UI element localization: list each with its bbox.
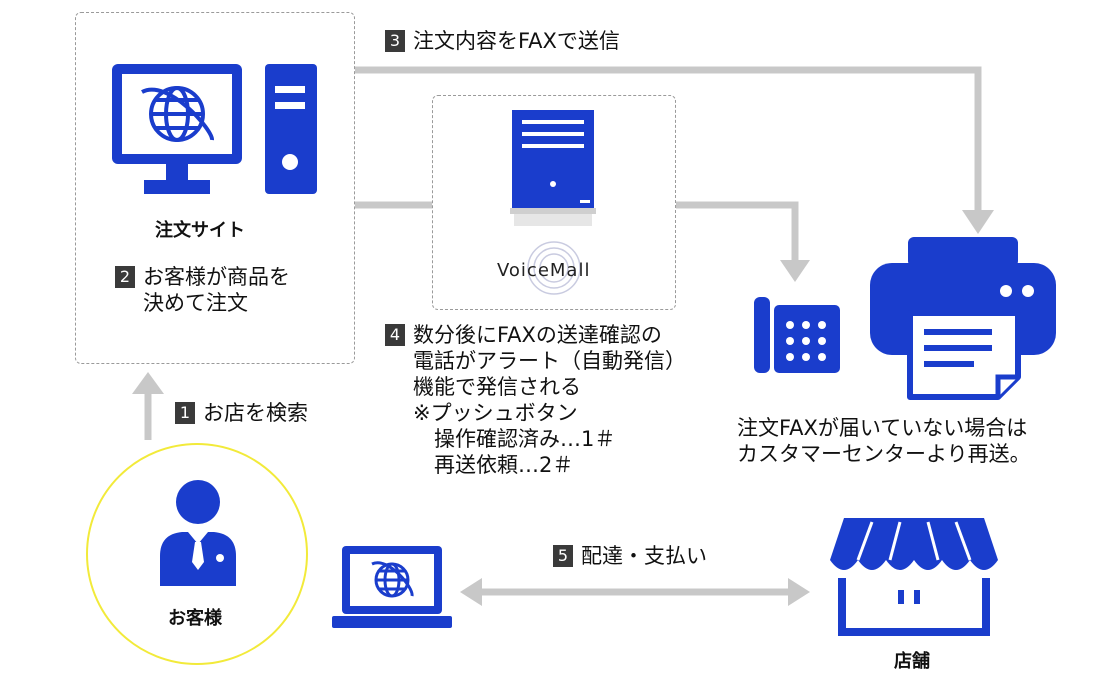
step-4-number: 4 xyxy=(385,324,405,346)
order-site-box xyxy=(75,12,355,364)
step-3-number: 3 xyxy=(385,30,405,52)
customer-label: お客様 xyxy=(168,608,222,629)
phone-arrow-head xyxy=(780,260,810,282)
step-2-number: 2 xyxy=(115,266,135,288)
pc-tower-icon xyxy=(265,64,317,194)
person-icon xyxy=(160,480,236,586)
voicemall-logo-rings xyxy=(527,241,581,295)
phone-icon xyxy=(754,297,840,373)
customer-circle xyxy=(86,443,308,665)
order-site-label: 注文サイト xyxy=(155,220,245,241)
fax-send-line xyxy=(355,66,982,212)
step-5-number: 5 xyxy=(553,545,573,567)
delivery-arrow-left-head xyxy=(460,578,482,606)
store-label: 店舗 xyxy=(894,651,930,672)
voicemall-box xyxy=(432,95,676,310)
monitor-globe-icon xyxy=(112,64,242,194)
voicemall-to-phone-line xyxy=(676,201,799,262)
store-icon xyxy=(830,518,998,636)
fax-printer-icon xyxy=(870,237,1056,400)
search-arrow-head xyxy=(132,372,164,394)
fax-resend-note: 注文FAXが届いていない場合は カスタマーセンターより再送。 xyxy=(737,416,1031,466)
server-icon xyxy=(510,110,596,226)
delivery-arrow-right-head xyxy=(788,578,810,606)
step-1-number: 1 xyxy=(175,402,195,424)
laptop-globe-icon xyxy=(332,546,452,628)
fax-arrow-head xyxy=(962,210,994,234)
voicemall-logo-text: VoiceMall xyxy=(497,260,591,281)
